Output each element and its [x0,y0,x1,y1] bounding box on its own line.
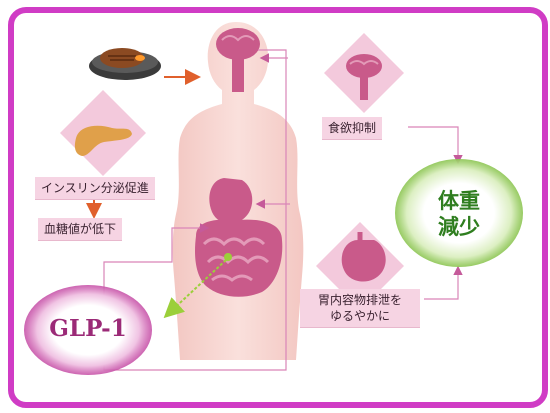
pancreas-icon [74,125,132,156]
glp1-label: GLP-1 [49,315,127,342]
stomach-organ-icon [209,178,253,224]
weight-loss-line2: 減少 [438,214,480,239]
label-insulin: インスリン分泌促進 [35,177,155,199]
steak-icon [89,48,161,80]
weight-loss-glow [395,159,523,267]
label-gastric-line2: ゆるやかに [329,309,390,323]
arrow-intestine-to-glp1 [163,259,227,319]
weight-loss-label: 体重 減少 [419,188,499,240]
glp1-glow [24,285,152,375]
brain-icon [216,28,260,92]
brain-diamond [324,33,404,113]
label-gastric: 胃内容物排泄を ゆるやかに [300,289,420,327]
label-gastric-line1: 胃内容物排泄を [317,293,402,307]
stomach-diamond [316,222,404,310]
stomach-icon [341,232,386,282]
label-appetite: 食欲抑制 [322,117,383,139]
arrow-glp1-to-stomach [103,223,210,300]
intestine-icon [195,219,283,297]
pancreas-diamond [60,90,146,176]
brain-small-icon [346,54,382,100]
weight-loss-line1: 体重 [438,188,480,213]
arrow-appetite-to-weight [408,126,463,165]
arrow-gastric-to-weight [424,265,463,300]
label-blood-sugar: 血糖値が低下 [38,218,123,240]
